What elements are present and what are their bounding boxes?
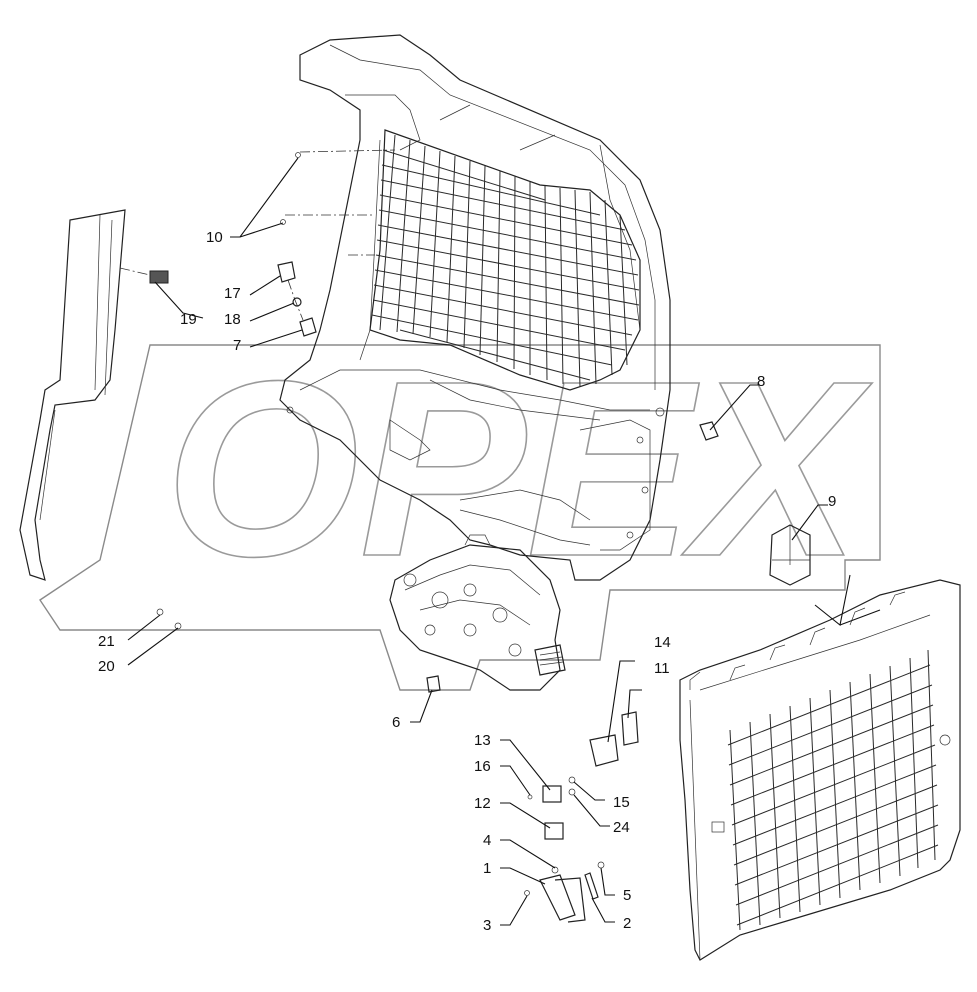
callout-6: 6 <box>392 714 400 731</box>
callout-1: 1 <box>483 860 491 877</box>
callout-9: 9 <box>828 493 836 510</box>
nut-5-icon <box>597 861 605 869</box>
callout-8: 8 <box>757 373 765 390</box>
nut-4-icon <box>551 866 559 874</box>
centerlines <box>119 149 396 321</box>
washer-15-icon <box>568 776 576 784</box>
callout-11: 11 <box>654 660 670 677</box>
callout-20: 20 <box>98 658 115 675</box>
callout-21: 21 <box>98 633 115 650</box>
pin-icon <box>280 219 286 225</box>
leader-lines <box>127 157 881 926</box>
callout-2: 2 <box>623 915 631 932</box>
screw-16-icon <box>527 794 533 800</box>
left-side-panel <box>19 209 126 581</box>
relay-12-icon <box>544 822 564 840</box>
washer-18-icon <box>292 297 302 307</box>
callout-15: 15 <box>613 794 630 811</box>
clip-11-icon <box>621 711 639 746</box>
callout-14: 14 <box>654 634 671 651</box>
callout-13: 13 <box>474 732 491 749</box>
callout-17: 17 <box>224 285 241 302</box>
part-17-icon <box>277 261 296 283</box>
callout-18: 18 <box>224 311 241 328</box>
strip-2-icon <box>584 872 599 900</box>
watermark-text: OPEX <box>165 329 873 608</box>
watermark: OPEX <box>39 328 881 691</box>
callout-10: 10 <box>206 229 223 246</box>
part-7-icon <box>299 317 317 337</box>
callout-12: 12 <box>474 795 491 812</box>
nut-20-icon <box>174 622 182 630</box>
cab-frame <box>279 34 671 581</box>
part-8-icon <box>699 421 719 441</box>
bolt-21-icon <box>156 608 164 616</box>
pin-icon <box>295 152 301 158</box>
callout-3: 3 <box>483 917 491 934</box>
callout-7: 7 <box>233 337 241 354</box>
bracket-1-icon <box>539 874 576 921</box>
callout-4: 4 <box>483 832 491 849</box>
rear-window-mesh <box>369 129 641 391</box>
grille-mesh <box>727 649 939 931</box>
callout-19: 19 <box>180 311 197 328</box>
relay-14-icon <box>589 734 619 767</box>
switch-19-icon <box>149 270 169 284</box>
hydraulic-pump <box>389 534 566 691</box>
front-grille <box>679 579 961 961</box>
nut-24-icon <box>568 788 576 796</box>
small-parts <box>149 152 811 923</box>
relay-13-icon <box>542 785 562 803</box>
callout-labels: 10 19 17 18 7 8 9 21 20 6 14 11 13 16 15… <box>98 229 836 934</box>
callout-5: 5 <box>623 887 631 904</box>
callout-24: 24 <box>613 819 630 836</box>
callout-16: 16 <box>474 758 491 775</box>
sensor-6-icon <box>426 675 441 693</box>
screw-3-icon <box>524 890 530 896</box>
